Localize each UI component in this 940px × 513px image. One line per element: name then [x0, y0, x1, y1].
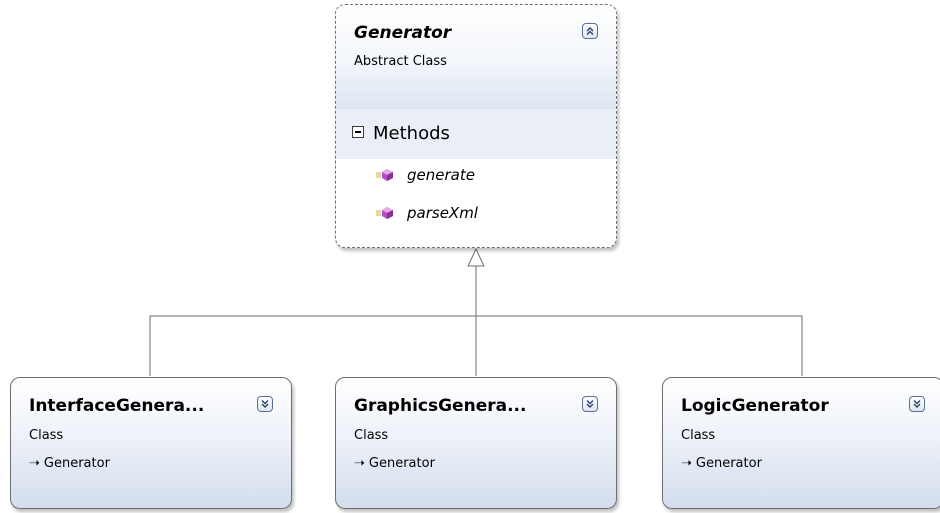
inherits-arrow-icon: ➝ — [681, 456, 692, 471]
base-type-line: ➝Generator — [354, 456, 435, 471]
minus-collapse-icon[interactable] — [352, 126, 364, 138]
class-name: GraphicsGenera... — [354, 396, 527, 416]
method-icon — [376, 207, 393, 219]
expand-chevron-down-icon[interactable] — [257, 396, 273, 412]
expand-chevron-down-icon[interactable] — [582, 396, 598, 412]
base-type-name: Generator — [43, 456, 110, 471]
class-shape-generator[interactable]: Generator Abstract Class Methods — [335, 4, 617, 248]
expand-chevron-down-icon[interactable] — [909, 396, 925, 412]
class-name: Generator — [354, 23, 452, 43]
method-parsexml[interactable]: parseXml — [376, 203, 478, 223]
base-type-line: ➝Generator — [681, 456, 762, 471]
collapse-chevron-up-icon[interactable] — [582, 23, 598, 39]
connector-line-logic — [476, 315, 803, 376]
base-type-line: ➝Generator — [29, 456, 110, 471]
base-type-name: Generator — [695, 456, 762, 471]
connector-line-interface — [149, 315, 476, 376]
class-name: InterfaceGenera... — [29, 396, 205, 416]
class-name: LogicGenerator — [681, 396, 829, 416]
method-name: generate — [407, 166, 475, 184]
class-shape-logicgenerator[interactable]: LogicGenerator Class ➝Generator — [662, 377, 940, 509]
method-name: parseXml — [407, 204, 478, 222]
class-kind: Abstract Class — [354, 54, 447, 69]
method-icon — [376, 169, 393, 181]
class-shape-interfacegenerator[interactable]: InterfaceGenera... Class ➝Generator — [10, 377, 292, 509]
class-kind: Class — [681, 428, 716, 443]
class-kind: Class — [354, 428, 389, 443]
section-label: Methods — [373, 123, 450, 144]
class-shape-graphicsgenerator[interactable]: GraphicsGenera... Class ➝Generator — [335, 377, 617, 509]
inherits-arrow-icon: ➝ — [29, 456, 40, 471]
inheritance-arrowhead — [467, 247, 485, 267]
class-kind: Class — [29, 428, 64, 443]
base-type-name: Generator — [368, 456, 435, 471]
class-header: Generator Abstract Class — [336, 5, 616, 109]
methods-section-header[interactable]: Methods — [336, 109, 616, 159]
method-generate[interactable]: generate — [376, 165, 475, 185]
inherits-arrow-icon: ➝ — [354, 456, 365, 471]
